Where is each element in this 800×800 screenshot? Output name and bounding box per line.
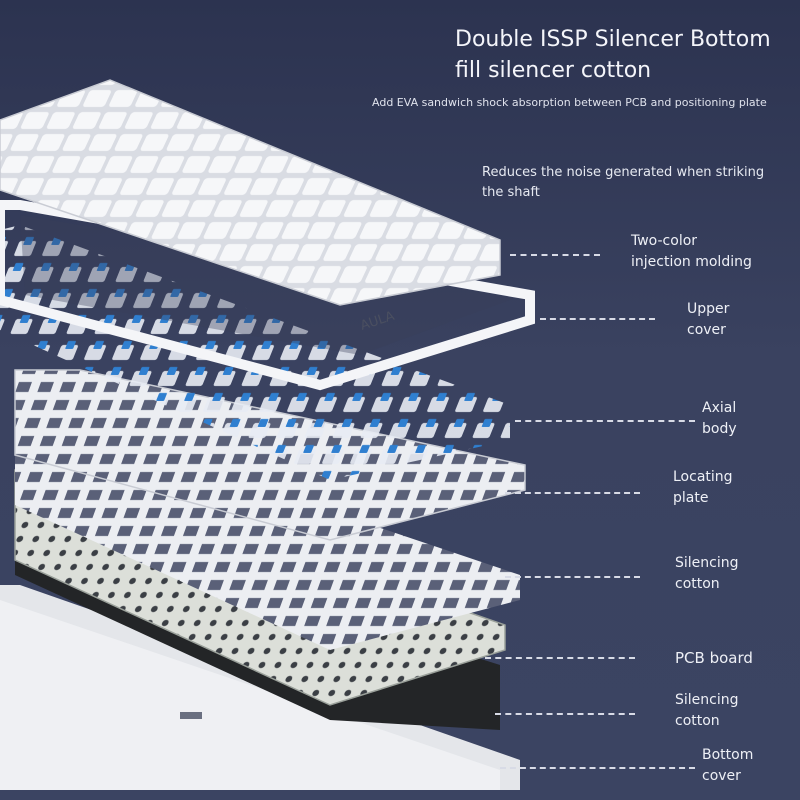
switch-layer (0, 225, 510, 480)
label-bottom-cover: Bottom cover (702, 747, 754, 784)
noise-note: Reduces the noise generated when strikin… (482, 165, 765, 200)
headline-line-1: Double ISSP Silencer Bottom (455, 27, 771, 52)
leader-locating-plate (505, 492, 640, 494)
keycap-layer (0, 79, 501, 306)
label-two-color: Two-color injection molding (631, 233, 752, 270)
leader-axial-body (515, 420, 695, 422)
label-locating-plate: Locating plate (673, 469, 733, 506)
leader-upper-cover (540, 318, 655, 320)
leader-silencing-cotton-2 (495, 713, 635, 715)
upper-cover-layer: AULA (0, 200, 535, 391)
leader-pcb-board (485, 657, 635, 659)
subtitle: Add EVA sandwich shock absorption betwee… (372, 96, 767, 109)
label-silencing-cotton-2: Silencing cotton (675, 692, 739, 729)
leader-bottom-cover (500, 767, 695, 769)
label-pcb-board: PCB board (675, 649, 753, 667)
headline-line-2: fill silencer cotton (455, 58, 652, 83)
leader-silencing-cotton-1 (505, 576, 640, 578)
locating-plate-layer (14, 369, 526, 541)
leader-two-color (510, 254, 600, 256)
label-upper-cover: Upper cover (687, 301, 730, 338)
headline: Double ISSP Silencer Bottom fill silence… (455, 24, 771, 86)
label-axial-body: Axial body (702, 400, 737, 437)
label-silencing-cotton-1: Silencing cotton (675, 555, 739, 592)
